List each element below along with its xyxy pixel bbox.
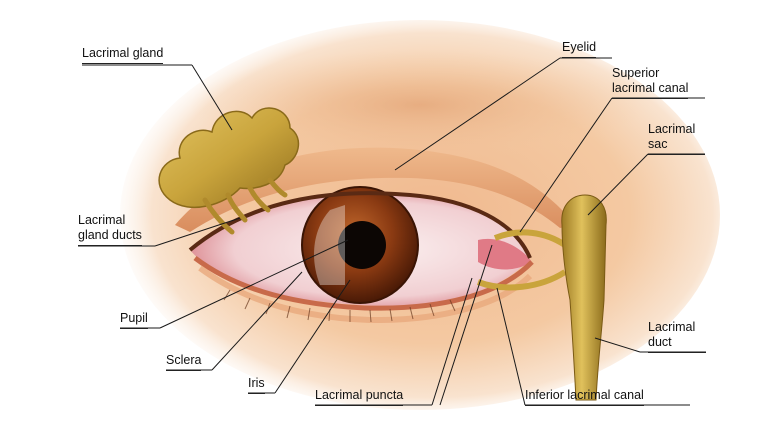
label-lacrimal-duct: Lacrimal duct — [648, 320, 706, 353]
label-lacrimal-puncta-text: Lacrimal puncta — [315, 388, 404, 402]
lacrimal-sac-duct-shape — [561, 194, 607, 401]
label-iris: Iris — [248, 376, 265, 394]
superior-canal-shape — [493, 229, 567, 248]
label-lacrimal-puncta: Lacrimal puncta — [315, 388, 404, 406]
label-ducts-line1: Lacrimal — [78, 213, 126, 227]
label-lacrimal-gland-text: Lacrimal gland — [82, 46, 164, 60]
label-pupil-text: Pupil — [120, 311, 148, 325]
label-duct-line1: Lacrimal — [648, 320, 696, 334]
label-lacrimal-sac: Lacrimal sac — [648, 122, 705, 155]
label-pupil: Pupil — [120, 311, 148, 329]
lacrimal-gland-shape — [158, 107, 300, 208]
inferior-canal-shape — [476, 269, 567, 291]
label-iris-text: Iris — [248, 376, 265, 390]
label-lacrimal-gland: Lacrimal gland — [82, 46, 164, 64]
label-inferior-lacrimal-canal: Inferior lacrimal canal — [525, 388, 644, 406]
iris-rim — [301, 186, 419, 304]
label-lacrimal-gland-ducts: Lacrimal gland ducts — [78, 213, 142, 246]
leader-lines — [78, 57, 706, 406]
label-ducts-line2: gland ducts — [78, 228, 142, 242]
brow-shading — [190, 50, 650, 160]
label-superior-text: Superior — [612, 66, 660, 80]
gland-ducts-shape — [202, 177, 288, 235]
label-lacrimal-canal-text: lacrimal canal — [612, 81, 689, 95]
label-sclera-text: Sclera — [166, 353, 202, 367]
label-eyelid-text: Eyelid — [562, 40, 597, 54]
label-inferior-lacrimal-canal-text: Inferior lacrimal canal — [525, 388, 644, 402]
label-eyelid: Eyelid — [562, 40, 597, 58]
label-duct-line2: duct — [648, 335, 672, 349]
lower-lid-fold — [198, 265, 533, 324]
label-lacrimal-text: Lacrimal — [648, 122, 696, 136]
label-sclera: Sclera — [166, 353, 202, 371]
label-sac-text: sac — [648, 137, 668, 151]
pupil-shape — [338, 221, 386, 269]
label-superior-lacrimal-canal: Superior lacrimal canal — [612, 66, 689, 99]
iris-highlight — [314, 205, 345, 285]
